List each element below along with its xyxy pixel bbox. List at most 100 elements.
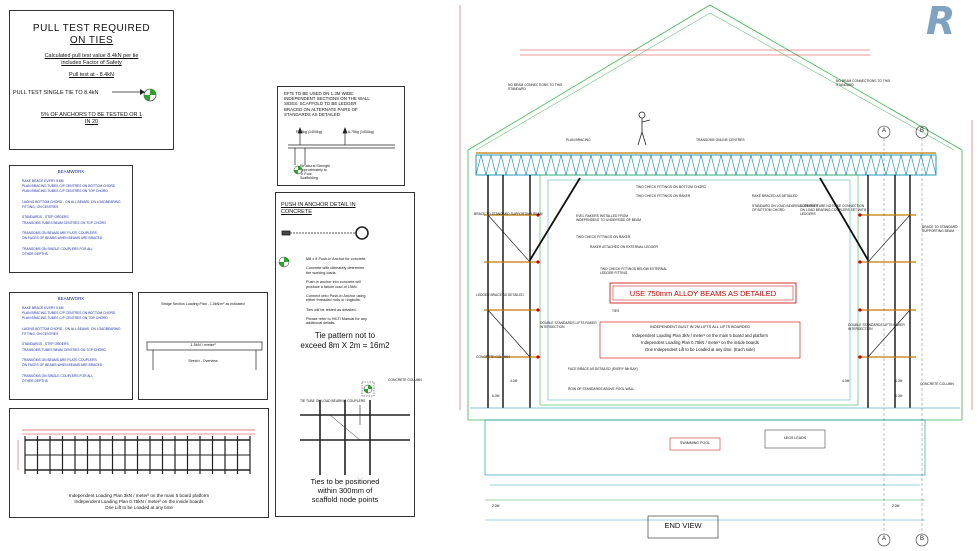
push-in-line: Connect onto Push-in Anchor using <box>306 293 366 298</box>
beams-box-label: USE 750mm ALLOY BEAMS AS DETAILED <box>629 289 777 298</box>
elevation-note: TIES <box>612 309 620 313</box>
pull-test-calc-2: includes Factor of Safety <box>61 60 122 66</box>
beamwork-1-line: PLAN BRACING TUBES C/P CENTRES ON TOP CH… <box>22 189 108 194</box>
pull-test-title-2: ON TIES <box>69 35 114 46</box>
beamwork-1-line: LACING BOTTOM CHORD - ON ALL BEAMS, ON L… <box>22 199 121 204</box>
truss-lattice <box>785 154 797 176</box>
legs-leads-label: LEGS LEADS <box>783 436 807 440</box>
truss-lattice <box>735 154 747 176</box>
green-check-icon <box>143 88 157 102</box>
elevation-note: TWO CHECK FITTINGS ON RAKER <box>576 235 631 239</box>
bridge-loading-panel: Bridge Section Loading Plan - 1.5kN/m² a… <box>138 292 268 400</box>
elevation-note: BRACE TO STANDARD SUPPORTING BEAM <box>922 225 958 233</box>
truss-lattice <box>545 154 557 176</box>
beamwork-2-line: PLAN BRACING TUBES C/P CENTRES ON TOP CH… <box>22 316 108 321</box>
elevation-note: CONCRETE COLUMN <box>476 355 510 359</box>
truss-lattice <box>515 154 527 176</box>
efts-note-4: Scaffolding <box>300 176 318 180</box>
push-in-line: Ties will be tested as detailed. <box>306 307 357 312</box>
pull-test-at: Pull test at - 8.4kN <box>69 72 114 78</box>
efts-load-left: FL 3kg (1400kg) <box>296 130 323 134</box>
tie-note-3: scaffold node points <box>311 495 379 504</box>
truss-lattice <box>925 154 937 176</box>
truss-lattice <box>705 154 717 176</box>
beamwork-2-line: STANDARDS - STEP ORDERS <box>22 342 69 347</box>
bridge-load: 1.5kN / meter² <box>190 342 216 347</box>
pull-test-single-tie: PULL TEST SINGLE TIE TO 8.4kN <box>13 90 99 96</box>
beamwork-2-line: LACING BOTTOM CHORD - ON ALL BEAMS, ON L… <box>22 326 121 331</box>
anchor-bolt <box>281 226 369 240</box>
beamwork-1-line: TRANSOMS TUBES BEAM CENTRES ON TOP CHORD <box>22 220 106 225</box>
grid-bubble-a-top: A <box>881 128 886 134</box>
truss-lattice <box>575 154 587 176</box>
beamwork-1-line: PLAN BRACING TUBES C/P CENTRES ON BOTTOM… <box>22 184 116 189</box>
beamwork-2-line: RAKE BRACE EVERY 5.6M <box>22 306 64 310</box>
truss-lattice <box>615 154 627 176</box>
independent-line-2: Independent Loading Plan 0.75kN / meter²… <box>641 340 759 345</box>
pull-test-panel: PULL TEST REQUIRED ON TIES Calculated pu… <box>9 10 174 150</box>
truss-lattice <box>905 154 917 176</box>
truss-lattice <box>815 154 827 176</box>
tie-note-2: within 300mm of <box>317 486 373 495</box>
truss-lattice <box>695 154 707 176</box>
plan-view-panel: Independent Loading Plan 3kN / meter² on… <box>9 408 269 518</box>
plan-caption-3: One Lift to be Loaded at any time <box>105 505 173 510</box>
efts-note-3: '9' Foot <box>300 172 312 176</box>
level-marker: 4.0M <box>895 379 903 383</box>
grid-bubble-b-bottom: B <box>919 536 924 542</box>
beamwork-1-line: FITTING, ON CENTRES <box>22 205 59 209</box>
elevation-note: NO BEAM CONNECTIONS TO THIS STANDARD <box>836 79 891 87</box>
tie-column-label: CONCRETE COLUMN <box>388 378 422 382</box>
level-marker: 4.0M <box>510 379 518 383</box>
elevation-note: NO BEAM CONNECTIONS TO THIS STANDARD <box>508 83 563 91</box>
push-in-line: M8 x 8 Push-in Anchor for concrete. <box>306 257 367 261</box>
bridge-elevation <box>146 341 263 370</box>
truss-lattice <box>475 154 487 176</box>
truss-lattice <box>595 154 607 176</box>
beamwork-1-line: OTHER DEPTHS <box>22 251 48 256</box>
push-in-line: Push-in anchor into concrete will <box>306 280 361 284</box>
pull-test-title-1: PULL TEST REQUIRED <box>32 23 151 34</box>
truss-lattice <box>885 154 897 176</box>
push-in-title-2: CONCRETE <box>281 209 312 215</box>
push-in-line: the working loads. <box>306 270 337 275</box>
beamwork-1-line: TRANSOMS ON BEAMS ARE PLATE COUPLERS <box>22 231 97 235</box>
independent-line-3: One Independent Lift to be Loaded at any… <box>645 347 755 352</box>
truss-lattice <box>845 154 857 176</box>
beamwork-2-line: TRANSOMS ON BEAMS ARE PLATE COUPLERS <box>22 358 97 362</box>
truss-lattice <box>775 154 787 176</box>
truss-lattice <box>865 154 877 176</box>
push-in-line: additional details. <box>306 321 336 326</box>
elevation-drawing <box>459 4 973 547</box>
anchor-check-icon <box>278 256 290 268</box>
efts-note-2: Approximately to <box>300 168 327 172</box>
pull-test-calc-1: Calculated pull test value 8.4kN per tie <box>44 53 139 59</box>
truss-lattice <box>805 154 817 176</box>
end-view-label: END VIEW <box>664 521 702 530</box>
level-marker: 2.0M <box>492 504 500 508</box>
beamwork-2-line: TRANSOMS ON SINGLE COUPLERS FOR ALL <box>22 373 94 378</box>
plan-caption-2: Independent Loading Plan 0.75kN / meter²… <box>74 499 204 504</box>
elevation-note: FACE BRACE AS DETAILED (EVERY 5th BAY) <box>568 367 638 371</box>
truss-lattice <box>675 154 687 176</box>
eft-detail <box>288 127 395 165</box>
elevation-note: ROW OF STANDARDS ABOVE POOL WALL <box>568 387 635 391</box>
truss-lattice <box>665 154 677 176</box>
elevation-note: STANDARD ON LOAD BEARING COUPLER OF BOTT… <box>752 204 819 212</box>
tie-pattern-1: Tie pattern not to <box>314 331 376 340</box>
pull-test-anchors-2: IN 20 <box>84 119 99 125</box>
truss-lattice <box>725 154 737 176</box>
bridge-label: Stretch - Overview <box>188 359 218 363</box>
truss-lattice <box>625 154 637 176</box>
beamwork-2-line: TRANSOMS TUBES BEAM CENTRES ON TOP CHORD <box>22 347 106 352</box>
efts-line: BRACED ON ALTERNATE PAIRS OF <box>284 106 358 112</box>
beamwork-2-title: BEAMWORK <box>57 296 85 301</box>
level-marker: 4.0M <box>842 379 850 383</box>
tie-check-icon <box>363 384 373 394</box>
grid-bubble-a-bottom: A <box>881 536 886 542</box>
elevation-note: CONCRETE COLUMN <box>920 382 954 386</box>
elevation-note: TWO CHECK FITTINGS ON RAKER <box>636 194 691 198</box>
truss-lattice <box>855 154 867 176</box>
tie-note-1: Ties to be positioned <box>310 477 380 486</box>
swimming-pool-label: SWIMMING POOL <box>679 441 711 445</box>
